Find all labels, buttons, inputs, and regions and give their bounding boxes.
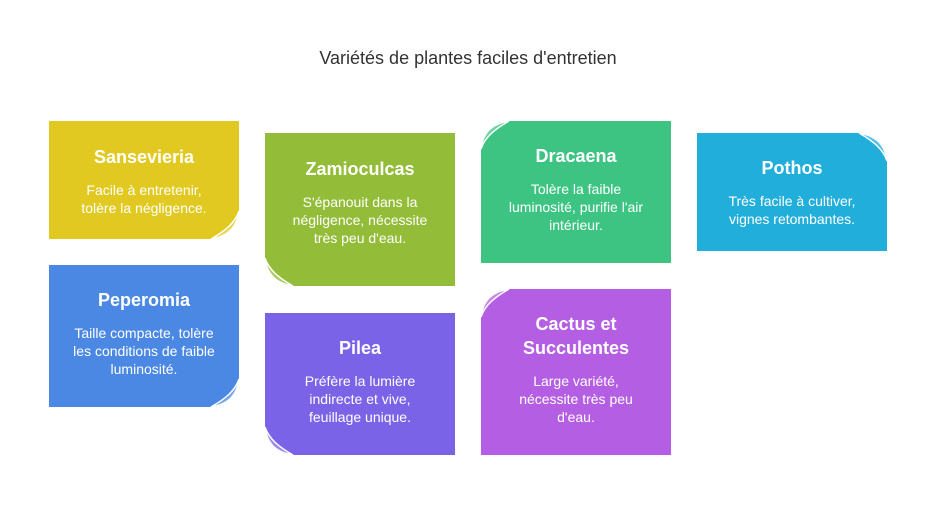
card-cactus-succulentes: Cactus et Succulentes Large variété, néc… (480, 288, 671, 455)
card-title: Pilea (338, 338, 382, 358)
card-title: Cactus et Succulentes (522, 314, 630, 358)
card-pilea: Pilea Préfère la lumière indirecte et vi… (264, 313, 455, 456)
card-title: Dracaena (535, 146, 617, 166)
card-description: Large variété, nécessite très peu d'eau. (519, 373, 633, 425)
card-pothos: Pothos Très facile à cultiver, vignes re… (697, 132, 888, 251)
card-title: Sansevieria (93, 147, 195, 167)
card-description: S'épanouit dans la négligence, nécessite… (292, 194, 428, 246)
card-description: Taille compacte, tolère les conditions d… (73, 325, 215, 377)
card-shape (480, 288, 671, 455)
card-shape (697, 132, 888, 251)
card-description: Facile à entretenir, tolère la négligenc… (81, 182, 207, 216)
card-title: Peperomia (97, 290, 191, 310)
card-shape (49, 265, 240, 408)
card-shape (49, 121, 240, 240)
card-zamioculcas: Zamioculcas S'épanouit dans la négligenc… (264, 133, 455, 287)
card-description: Préfère la lumière indirecte et vive, fe… (304, 373, 416, 425)
card-sansevieria: Sansevieria Facile à entretenir, tolère … (49, 121, 240, 240)
card-shape (480, 120, 671, 263)
card-shape (264, 313, 455, 456)
card-title: Pothos (761, 158, 823, 178)
card-shape (264, 133, 455, 287)
card-dracaena: Dracaena Tolère la faible luminosité, pu… (480, 120, 671, 263)
card-description: Tolère la faible luminosité, purifie l'a… (508, 181, 644, 233)
card-title: Zamioculcas (305, 159, 415, 179)
card-peperomia: Peperomia Taille compacte, tolère les co… (49, 265, 240, 408)
card-description: Très facile à cultiver, vignes retombant… (728, 193, 856, 227)
diagram-title: Variétés de plantes faciles d'entretien (319, 48, 617, 68)
